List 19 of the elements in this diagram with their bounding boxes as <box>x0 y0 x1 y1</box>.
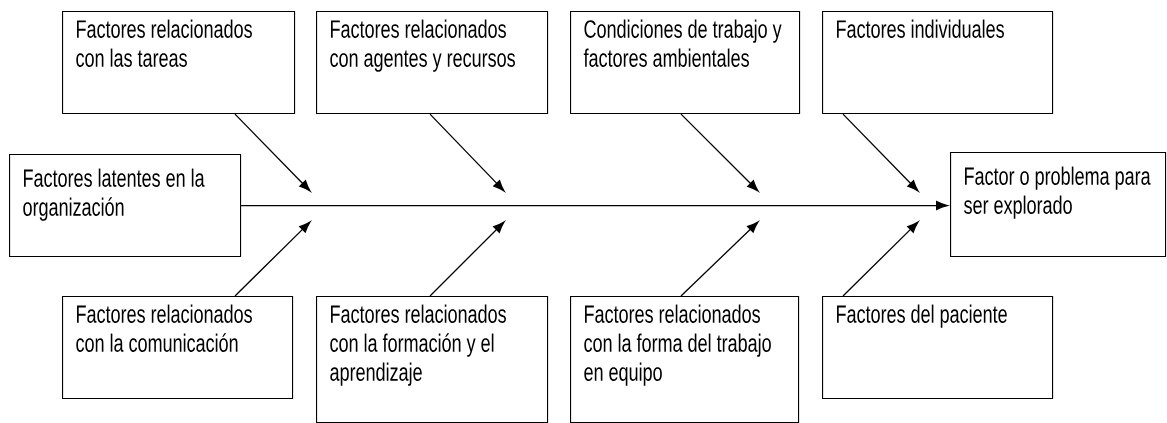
arrow <box>680 221 759 297</box>
factor-box: Condiciones de trabajo y factores ambientales <box>570 11 801 115</box>
arrow <box>429 113 505 192</box>
arrow <box>234 221 311 297</box>
arrow <box>234 113 311 192</box>
factor-box: Factores relacionados con las tareas <box>62 11 296 115</box>
arrow <box>842 113 919 192</box>
arrow <box>429 221 505 297</box>
factor-box: Factores latentes en la organización <box>9 154 242 258</box>
arrow <box>680 113 759 192</box>
factor-box: Factores individuales <box>822 11 1054 115</box>
factor-box: Factores relacionados con la comunicación <box>62 296 294 400</box>
spine-arrow <box>240 201 948 211</box>
factor-box: Factores relacionados con la formación y el aprendizaje <box>316 296 549 423</box>
arrow <box>842 221 919 297</box>
factor-box: Factores relacionados con agentes y recursos <box>316 11 549 115</box>
factor-box: Factores del paciente <box>822 296 1054 400</box>
factor-box: Factores relacionados con la forma del trabajo en equipo <box>570 296 800 423</box>
effect-box: Factor o problema para ser explorado <box>950 152 1167 258</box>
